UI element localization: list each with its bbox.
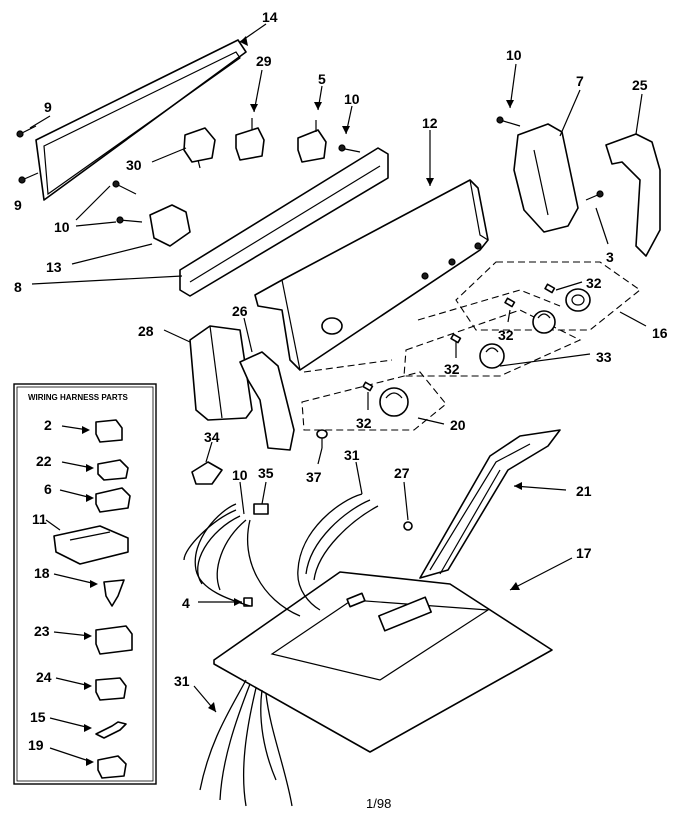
callout-20: 20 [450,417,466,433]
svg-text:18: 18 [34,565,50,581]
part-7-timer [513,123,579,233]
wiring-item-24: 24 [36,669,127,701]
callout-13: 13 [46,259,62,275]
part-3-screw [585,190,604,201]
dashed-group-20 [301,359,447,431]
callout-16: 16 [652,325,668,341]
knob-20 [379,387,409,417]
part-10-screw-left-a [112,180,137,195]
callout-labels: 14 29 5 10 10 7 25 9 9 30 12 10 3 13 8 3… [14,9,668,689]
callout-3: 3 [606,249,614,265]
part-13-clip [149,204,191,247]
part-8-bracket [179,147,389,297]
callout-10-lower: 10 [232,467,248,483]
callout-32-a: 32 [586,275,602,291]
callout-32-d: 32 [356,415,372,431]
revision-date: 1/98 [366,796,391,811]
wiring-item-18: 18 [34,565,125,607]
part-26-cover [239,351,295,451]
part-35-connector [253,503,269,515]
callout-25: 25 [632,77,648,93]
callout-10-timer: 10 [506,47,522,63]
part-29-switch [235,118,265,161]
knob-16 [565,288,591,312]
part-12-control-console [254,179,489,371]
callout-4: 4 [182,595,190,611]
callout-17: 17 [576,545,592,561]
part-9-screw-lower [18,172,39,184]
knob-33a [532,310,556,334]
part-27-screw [403,521,413,531]
part-14-rear-panel [35,39,247,201]
wiring-item-22: 22 [36,453,129,481]
wiring-item-6: 6 [44,481,131,513]
callout-33: 33 [596,349,612,365]
part-25-end-cap [605,133,661,257]
callout-37: 37 [306,469,322,485]
callout-12: 12 [422,115,438,131]
callout-26: 26 [232,303,248,319]
dashed-group-16 [455,261,641,331]
callout-28: 28 [138,323,154,339]
part-21-harness-channel [419,429,561,579]
callout-8: 8 [14,279,22,295]
callout-29: 29 [256,53,272,69]
callout-32-c: 32 [444,361,460,377]
callout-34: 34 [204,429,220,445]
part-10-screw-top [338,144,361,153]
wire-harness-31-lower [199,679,293,807]
callout-21: 21 [576,483,592,499]
wiring-box-title: WIRING HARNESS PARTS [28,393,129,402]
part-34-clip [191,461,223,485]
svg-text:22: 22 [36,453,52,469]
callout-31-upper: 31 [344,447,360,463]
part-10-screw-left-b [116,216,143,224]
callout-35: 35 [258,465,274,481]
wire-harness-31-upper [183,493,379,617]
callout-32-b: 32 [498,327,514,343]
knob-33b [479,343,505,369]
part-30-switch [183,127,216,169]
part-17-top-panel [213,571,553,753]
callout-30: 30 [126,157,142,173]
callout-9-lower: 9 [14,197,22,213]
wiring-item-2: 2 [44,417,123,443]
wiring-item-15: 15 [30,709,127,739]
callout-9-upper: 9 [44,99,52,115]
part-9-screw-upper [16,125,37,138]
knob-springs [362,283,556,392]
dashed-group-33 [403,289,582,377]
svg-text:23: 23 [34,623,50,639]
svg-text:11: 11 [32,511,47,527]
svg-text:19: 19 [28,737,44,753]
callout-10-left: 10 [54,219,70,235]
callout-27: 27 [394,465,410,481]
leader-arrows [208,36,522,712]
callout-31-lower: 31 [174,673,190,689]
wiring-harness-parts-box: WIRING HARNESS PARTS 2 22 6 11 18 [13,383,157,785]
part-28-housing [189,325,253,421]
svg-text:15: 15 [30,709,46,725]
part-37-fastener [316,429,328,448]
svg-text:6: 6 [44,481,52,497]
wiring-item-19: 19 [28,737,127,779]
callout-14: 14 [262,9,278,25]
wiring-item-11: 11 [32,511,129,565]
callout-10-top: 10 [344,91,360,107]
callout-7: 7 [576,73,584,89]
callout-5: 5 [318,71,326,87]
wiring-item-23: 23 [34,623,133,655]
part-10-screw-right [496,116,521,127]
svg-text:2: 2 [44,417,52,433]
part-5-switch [297,120,327,163]
leader-lines [29,23,647,713]
svg-text:24: 24 [36,669,52,685]
